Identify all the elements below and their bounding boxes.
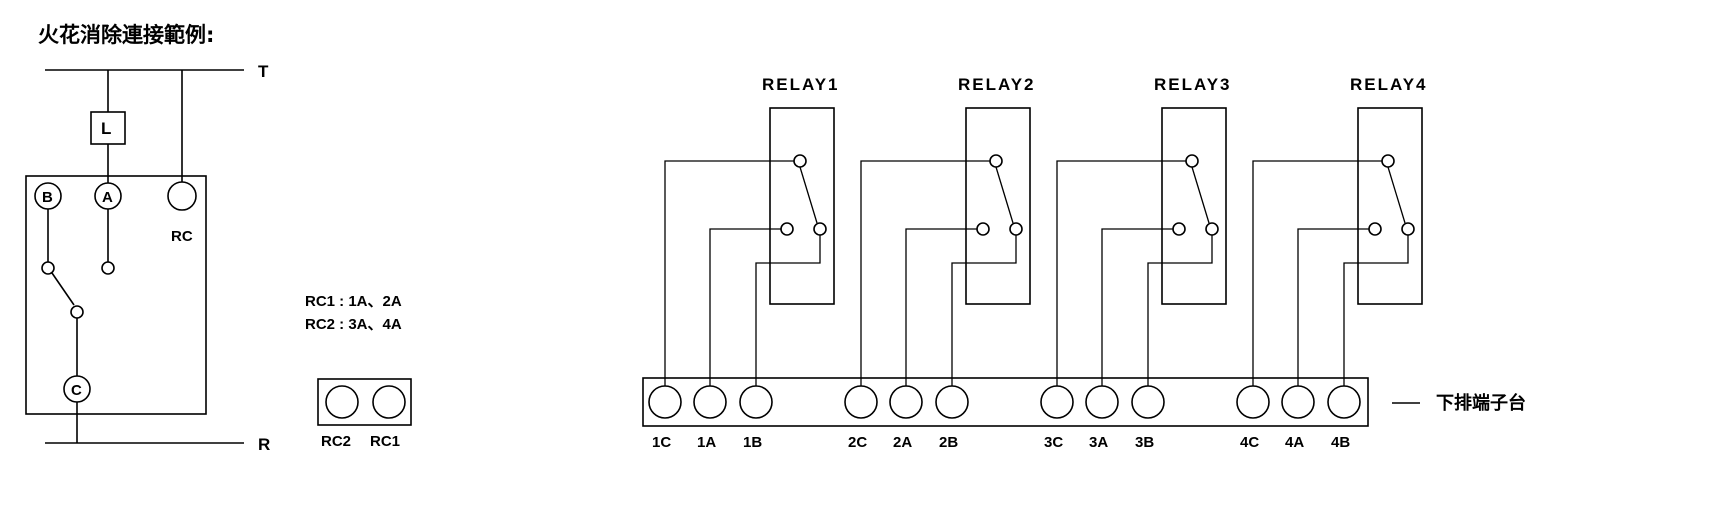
relay-1-wire-common xyxy=(664,160,794,386)
terminal-3a xyxy=(1085,385,1119,419)
relay-1-wire-no xyxy=(755,235,821,386)
rc-block xyxy=(317,378,412,426)
relay-4-switch-arm xyxy=(1387,166,1406,224)
relay-3-contact-no xyxy=(1205,222,1219,236)
line-t-label: T xyxy=(258,62,269,81)
rc2-terminal xyxy=(325,385,359,419)
relay-group: RELAY1 1C 1A 1B RELAY2 2C 2A 2B RELAY3 3C 3A 3B RELA… xyxy=(648,75,1428,451)
load-label: L xyxy=(101,119,111,138)
terminal-1a-label: 1A xyxy=(697,434,716,451)
left-circuit: T R L B A RC C xyxy=(25,62,270,454)
relay-1-contact-nc xyxy=(780,222,794,236)
relay-1-box xyxy=(769,107,835,305)
terminal-2b-label: 2B xyxy=(939,434,958,451)
terminal-1c-label: 1C xyxy=(652,434,671,451)
relay-3-wire-common xyxy=(1056,160,1186,386)
relay-3-contact-common xyxy=(1185,154,1199,168)
terminal-4a-label: 4A xyxy=(1285,434,1304,451)
contact-no xyxy=(101,261,115,275)
relay-4-contact-no xyxy=(1401,222,1415,236)
relay-3-wire-nc xyxy=(1101,228,1173,386)
relay-3-label: RELAY3 xyxy=(1154,75,1232,94)
terminal-3b-label: 3B xyxy=(1135,434,1154,451)
relay-1-contact-no xyxy=(813,222,827,236)
relay-2-switch-arm xyxy=(995,166,1014,224)
terminal-2c-label: 2C xyxy=(848,434,867,451)
terminal-4b xyxy=(1327,385,1361,419)
contact-nc xyxy=(41,261,55,275)
relay-4-label: RELAY4 xyxy=(1350,75,1428,94)
terminal-rc xyxy=(167,181,197,211)
relay-1-wire-nc xyxy=(709,228,781,386)
terminal-2a xyxy=(889,385,923,419)
terminal-1c xyxy=(648,385,682,419)
relay-4-wire-no xyxy=(1343,235,1409,386)
terminal-a-label: A xyxy=(102,189,113,206)
terminal-4b-label: 4B xyxy=(1331,434,1350,451)
relay-4-box xyxy=(1357,107,1423,305)
terminal-3b xyxy=(1131,385,1165,419)
device-box xyxy=(25,175,207,415)
terminal-3c xyxy=(1040,385,1074,419)
relay-2-wire-common xyxy=(860,160,990,386)
relay-3-contact-nc xyxy=(1172,222,1186,236)
rc-mapping: RC1 : 1A、2A RC2 : 3A、4A RC2 RC1 xyxy=(305,293,412,450)
terminal-2b xyxy=(935,385,969,419)
terminal-block xyxy=(642,377,1369,427)
terminal-b-label: B xyxy=(42,189,53,206)
terminal-c-label: C xyxy=(71,382,82,399)
relay-4-contact-nc xyxy=(1368,222,1382,236)
relay-4-contact-common xyxy=(1381,154,1395,168)
switch-arm xyxy=(51,272,75,306)
terminal-1b-label: 1B xyxy=(743,434,762,451)
contact-common xyxy=(70,305,84,319)
relay-2-contact-no xyxy=(1009,222,1023,236)
terminal-4c xyxy=(1236,385,1270,419)
terminal-3c-label: 3C xyxy=(1044,434,1063,451)
rc2-label: RC2 xyxy=(321,433,351,450)
relay-2-wire-no xyxy=(951,235,1017,386)
relay-2-wire-nc xyxy=(905,228,977,386)
relay-1-contact-common xyxy=(793,154,807,168)
terminal-1a xyxy=(693,385,727,419)
line-r-label: R xyxy=(258,435,270,454)
relay-3-switch-arm xyxy=(1191,166,1210,224)
relay-2-contact-nc xyxy=(976,222,990,236)
rc1-label: RC1 xyxy=(370,433,400,450)
terminal-2c xyxy=(844,385,878,419)
relay-2-label: RELAY2 xyxy=(958,75,1036,94)
rc-mapping-line2: RC2 : 3A、4A xyxy=(305,316,402,333)
relay-3-box xyxy=(1161,107,1227,305)
terminal-block-label: 下排端子台 xyxy=(1436,392,1526,413)
rc1-terminal xyxy=(372,385,406,419)
terminal-rc-label: RC xyxy=(171,228,193,245)
diagram-title: 火花消除連接範例: xyxy=(38,23,214,47)
relay-4-wire-nc xyxy=(1297,228,1369,386)
relay-2-box xyxy=(965,107,1031,305)
relay-1-switch-arm xyxy=(799,166,818,224)
relay-4-wire-common xyxy=(1252,160,1382,386)
terminal-4a xyxy=(1281,385,1315,419)
terminal-1b xyxy=(739,385,773,419)
terminal-3a-label: 3A xyxy=(1089,434,1108,451)
rc-mapping-line1: RC1 : 1A、2A xyxy=(305,293,402,310)
relay-1-label: RELAY1 xyxy=(762,75,840,94)
terminal-2a-label: 2A xyxy=(893,434,912,451)
relay-2-contact-common xyxy=(989,154,1003,168)
relay-3-wire-no xyxy=(1147,235,1213,386)
terminal-4c-label: 4C xyxy=(1240,434,1259,451)
